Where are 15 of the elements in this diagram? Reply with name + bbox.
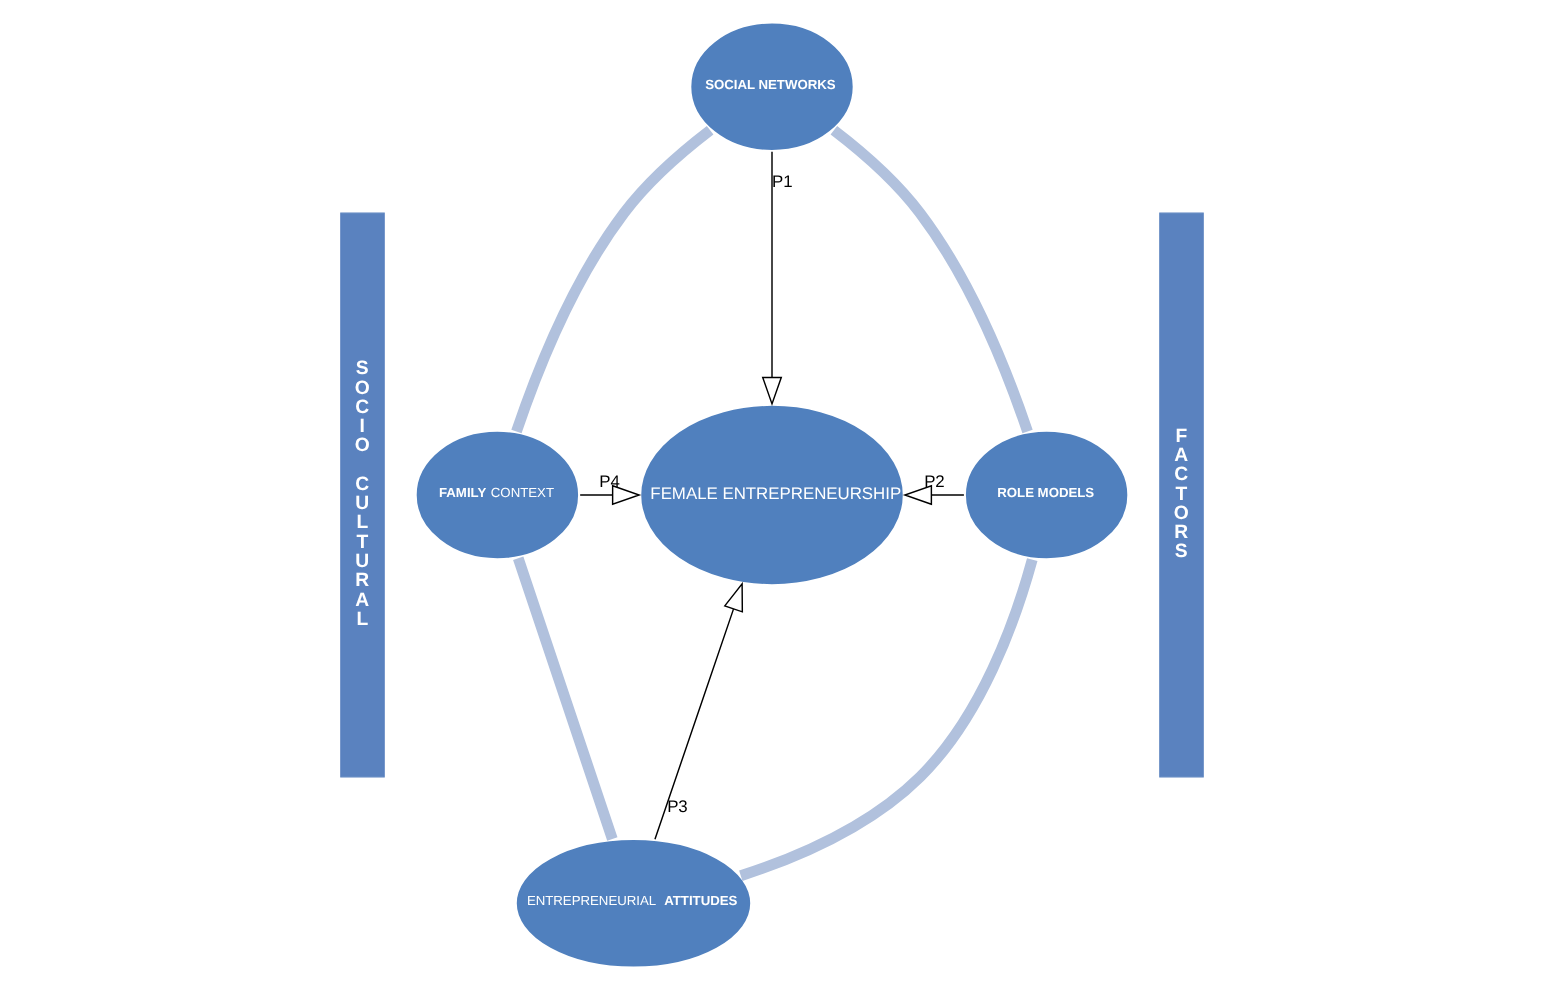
node-ellipse: FEMALE ENTREPRENEURSHIP [637,402,907,588]
connector [830,125,1033,434]
edge-label: P1 [771,170,793,191]
arrow [654,581,744,840]
connector [511,125,714,434]
arrow [761,151,783,407]
arrow [579,484,642,506]
connector [513,556,618,841]
node-box: FACTORS [1159,212,1204,778]
arrow [902,484,965,506]
node-box: SOCIO CULTURAL [340,212,385,778]
connector [739,558,1038,881]
edge-label: P4 [599,470,620,491]
edge-label: P2 [924,470,945,491]
edge-label: P3 [667,796,688,816]
